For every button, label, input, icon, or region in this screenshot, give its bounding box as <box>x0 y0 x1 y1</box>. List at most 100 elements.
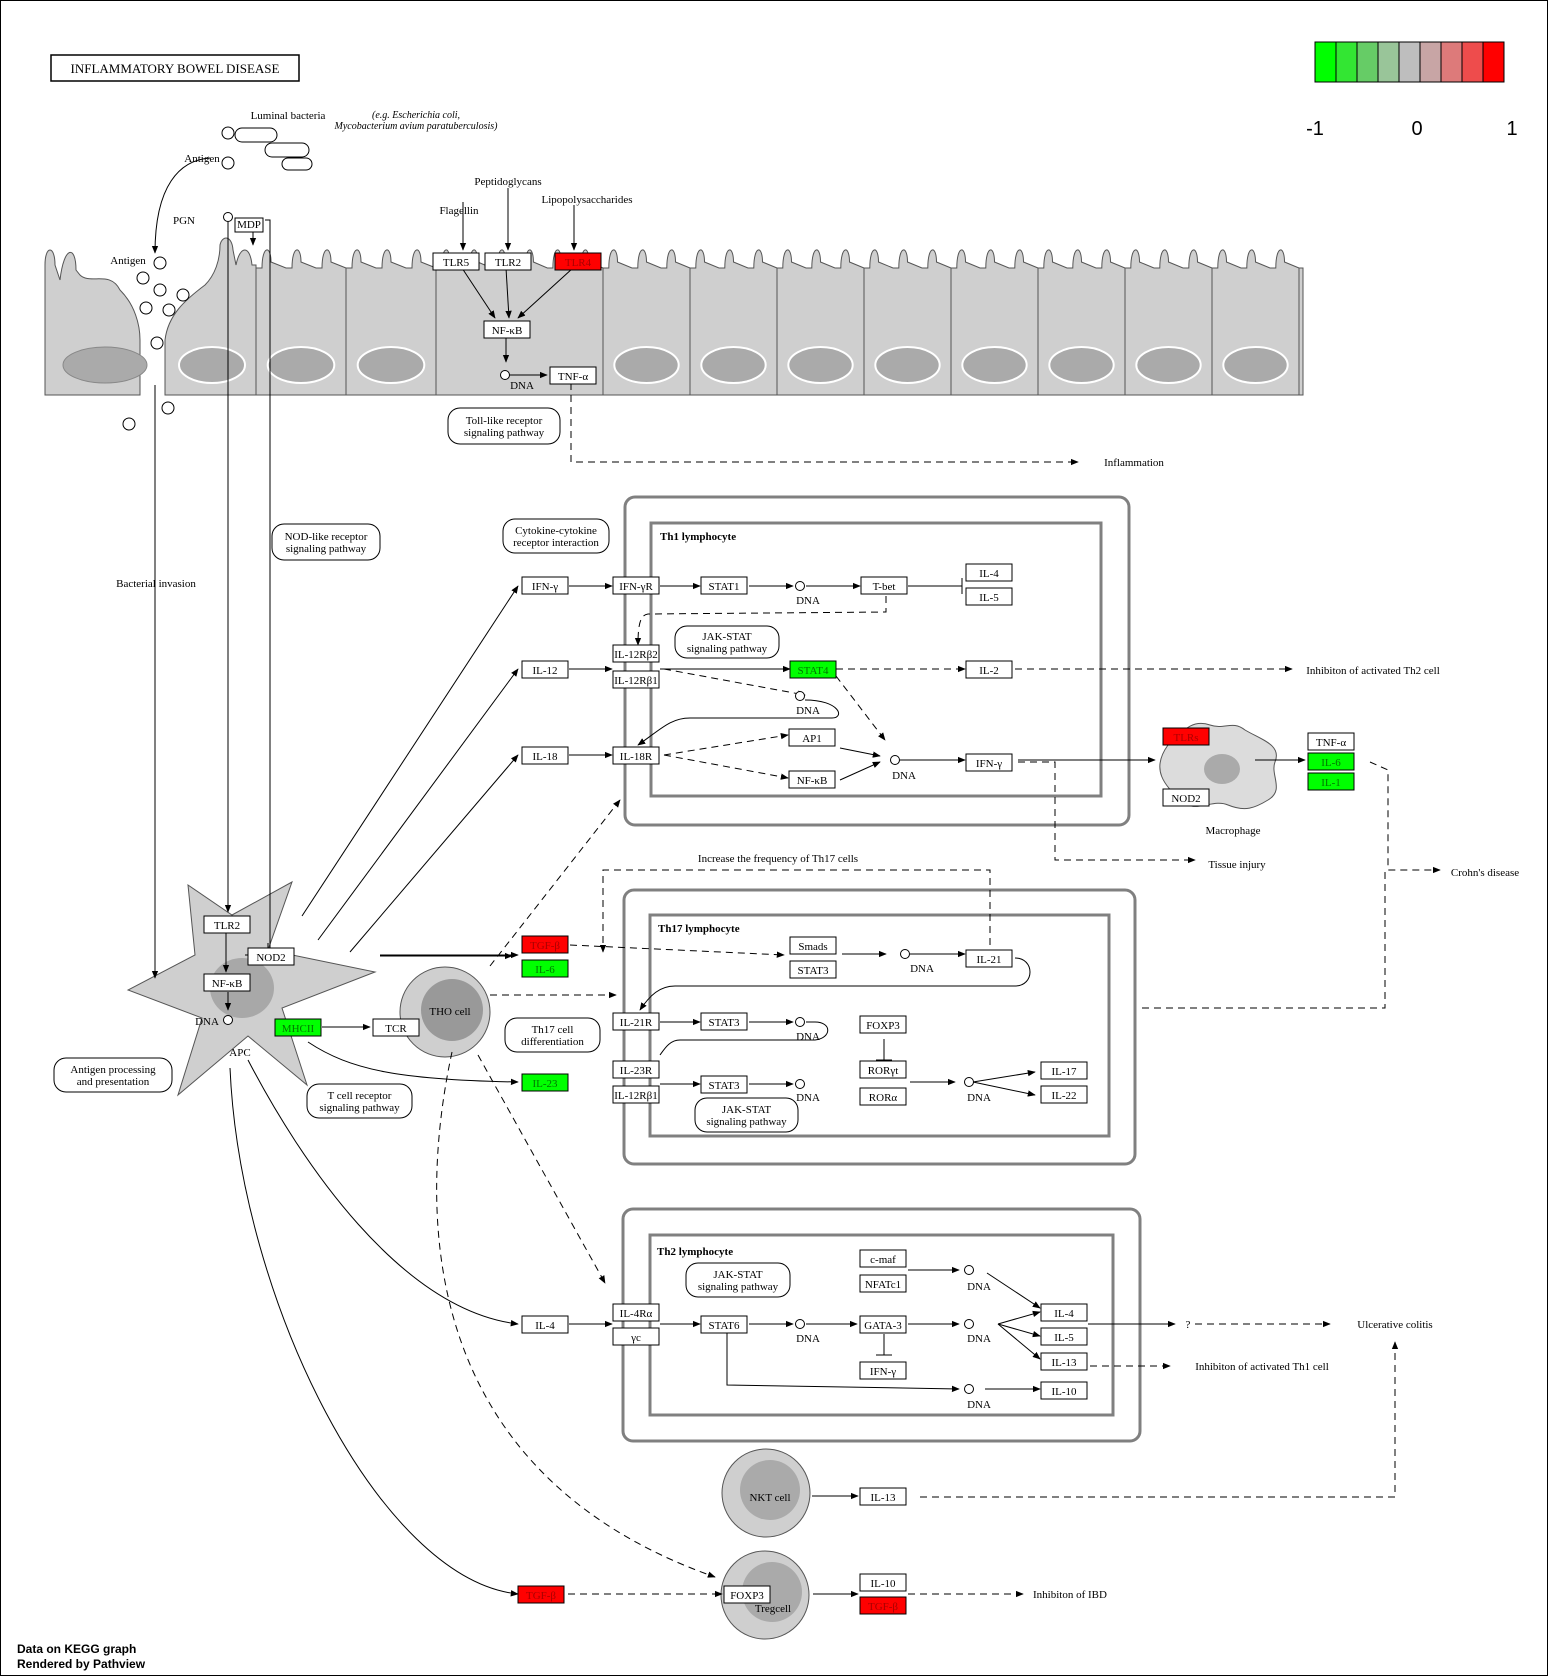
label-inhib-ibd: Inhibiton of IBD <box>1033 1589 1107 1601</box>
gene-yc[interactable]: γc <box>612 1327 660 1346</box>
gene-il6-mac[interactable]: IL-6 <box>1307 752 1355 771</box>
gene-il18r[interactable]: IL-18R <box>612 746 660 765</box>
legend-swatch <box>1461 41 1484 83</box>
gene-rorgt[interactable]: RORγt <box>859 1060 907 1079</box>
gene-tlr2-top[interactable]: TLR2 <box>484 252 532 271</box>
label-dna: DNA <box>796 1333 820 1345</box>
gene-il4-th2[interactable]: IL-4 <box>1040 1303 1088 1322</box>
gene-nod2-apc[interactable]: NOD2 <box>247 947 295 966</box>
gene-cmaf[interactable]: c-maf <box>859 1249 907 1268</box>
gene-tlr5[interactable]: TLR5 <box>432 252 480 271</box>
gene-foxp3-treg[interactable]: FOXP3 <box>723 1585 771 1604</box>
gene-il12rb2[interactable]: IL-12Rβ2 <box>612 644 660 663</box>
gene-label: RORγt <box>868 1065 899 1077</box>
gene-il17[interactable]: IL-17 <box>1040 1061 1088 1080</box>
gene-nfkb-apc[interactable]: NF-κB <box>203 973 251 992</box>
gene-il23[interactable]: IL-23 <box>521 1073 569 1092</box>
gene-ifngr[interactable]: IFN-γR <box>612 576 660 595</box>
gene-mdp[interactable]: MDP <box>234 217 264 233</box>
gene-il10-th2[interactable]: IL-10 <box>1040 1381 1088 1400</box>
legend-swatch <box>1440 41 1463 83</box>
gene-label: IL-4Rα <box>620 1308 653 1320</box>
gene-tlr2-apc[interactable]: TLR2 <box>203 915 251 934</box>
gene-nfatc1[interactable]: NFATc1 <box>859 1274 907 1293</box>
gene-tgfb-3[interactable]: TGF-β <box>859 1596 907 1615</box>
gene-il4-th1[interactable]: IL-4 <box>965 563 1013 582</box>
pathway-label-2: signaling pathway <box>286 543 367 555</box>
label-dna: DNA <box>892 770 916 782</box>
gene-il13-nkt[interactable]: IL-13 <box>859 1487 907 1506</box>
gene-il22[interactable]: IL-22 <box>1040 1085 1088 1104</box>
color-legend <box>1314 41 1505 83</box>
label-dna-apc: DNA <box>195 1016 219 1028</box>
dna-node <box>964 1265 974 1275</box>
label-dna: DNA <box>796 595 820 607</box>
gene-tnfa-top[interactable]: TNF-α <box>549 366 597 385</box>
gene-stat1[interactable]: STAT1 <box>700 576 748 595</box>
gene-il6-2[interactable]: IL-6 <box>521 959 569 978</box>
gene-rora[interactable]: RORα <box>859 1087 907 1106</box>
gene-il13-th2[interactable]: IL-13 <box>1040 1352 1088 1371</box>
gene-il12[interactable]: IL-12 <box>521 660 569 679</box>
gene-il10-treg[interactable]: IL-10 <box>859 1573 907 1592</box>
gene-label: IL-22 <box>1051 1090 1076 1102</box>
gene-il12rb1-th17[interactable]: IL-12Rβ1 <box>612 1085 660 1104</box>
gene-il18[interactable]: IL-18 <box>521 746 569 765</box>
gene-stat3-a[interactable]: STAT3 <box>789 960 837 979</box>
gene-label: IL-10 <box>1051 1386 1077 1398</box>
label-nkt: NKT cell <box>749 1492 790 1504</box>
gene-smads[interactable]: Smads <box>789 936 837 955</box>
gene-label: γc <box>630 1332 641 1344</box>
gene-label: RORα <box>869 1092 898 1104</box>
dna-node <box>223 212 233 222</box>
gene-nfkb-th1[interactable]: NF-κB <box>788 770 836 789</box>
gene-nod2-mac[interactable]: NOD2 <box>1162 788 1210 807</box>
gene-stat3-c[interactable]: STAT3 <box>700 1075 748 1094</box>
gene-ap1[interactable]: AP1 <box>788 728 836 747</box>
gene-tlr4[interactable]: TLR4 <box>554 252 602 271</box>
gene-foxp3-th17[interactable]: FOXP3 <box>859 1015 907 1034</box>
gene-il1[interactable]: IL-1 <box>1307 772 1355 791</box>
gene-ifng2[interactable]: IFN-γ <box>965 753 1013 772</box>
dna-node <box>795 1079 805 1089</box>
pathway-label-1: T cell receptor <box>328 1090 392 1102</box>
gene-mhcii[interactable]: MHCII <box>274 1018 322 1037</box>
gene-il12rb1-th1[interactable]: IL-12Rβ1 <box>612 670 660 689</box>
gene-tlrs[interactable]: TLRs <box>1162 727 1210 746</box>
label-antigen-left: Antigen <box>110 255 146 267</box>
gene-il21[interactable]: IL-21 <box>965 949 1013 968</box>
gene-tgfb-2[interactable]: TGF-β <box>517 1585 565 1604</box>
gene-tnfa-mac[interactable]: TNF-α <box>1307 732 1355 751</box>
gene-il23r[interactable]: IL-23R <box>612 1060 660 1079</box>
gene-il4-apc[interactable]: IL-4 <box>521 1315 569 1334</box>
gene-ifng1[interactable]: IFN-γ <box>521 576 569 595</box>
gene-tgfb-1[interactable]: TGF-β <box>521 935 569 954</box>
gene-tcr[interactable]: TCR <box>372 1018 420 1037</box>
gene-il4ra[interactable]: IL-4Rα <box>612 1303 660 1322</box>
gene-stat3-b[interactable]: STAT3 <box>700 1012 748 1031</box>
gene-stat4[interactable]: STAT4 <box>789 660 837 679</box>
gene-il5-th2[interactable]: IL-5 <box>1040 1327 1088 1346</box>
gene-il21r[interactable]: IL-21R <box>612 1012 660 1031</box>
label-treg: Tregcell <box>755 1603 791 1615</box>
gene-ifng-th2[interactable]: IFN-γ <box>859 1361 907 1380</box>
gene-nfkb-top[interactable]: NF-κB <box>483 320 531 339</box>
gene-label: Smads <box>798 941 827 953</box>
gene-gata3[interactable]: GATA-3 <box>859 1315 907 1334</box>
gene-stat6[interactable]: STAT6 <box>700 1315 748 1334</box>
gene-tbet[interactable]: T-bet <box>860 576 908 595</box>
gene-il5-th1[interactable]: IL-5 <box>965 587 1013 606</box>
gene-il2[interactable]: IL-2 <box>965 660 1013 679</box>
gene-label: IFN-γ <box>976 758 1002 770</box>
footer-line-2: Rendered by Pathview <box>17 1657 146 1671</box>
